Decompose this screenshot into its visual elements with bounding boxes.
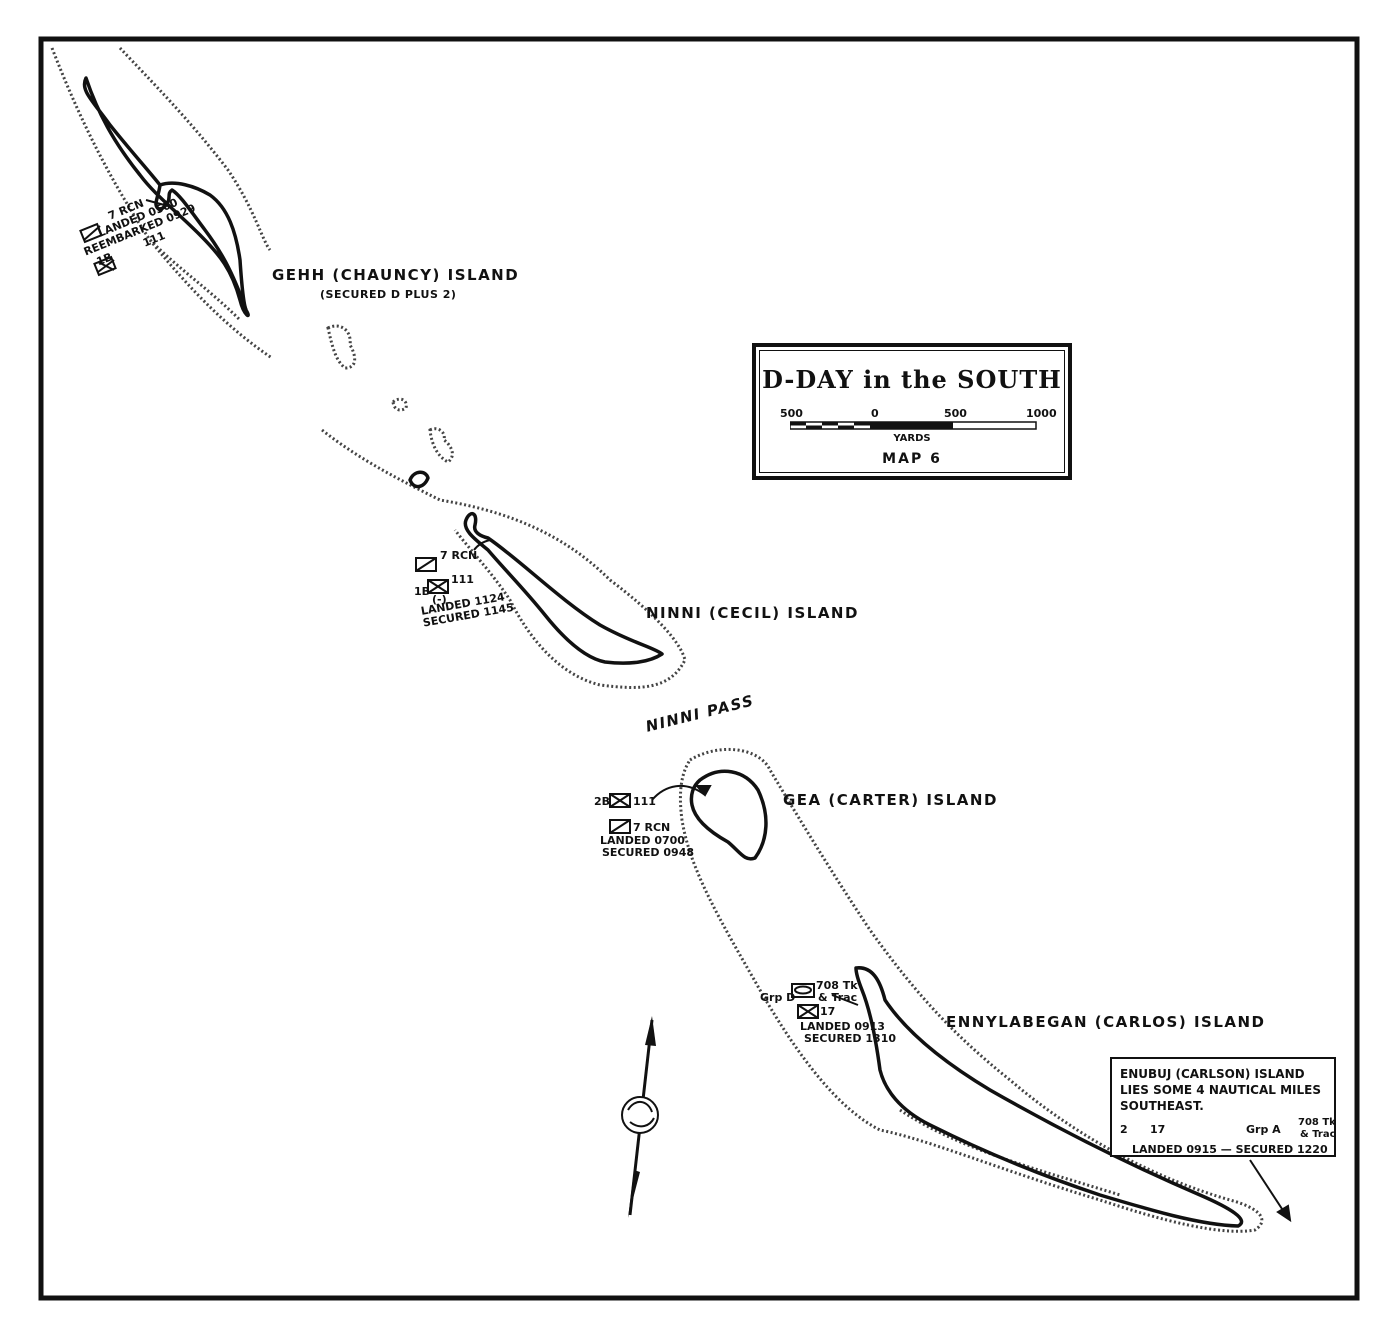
label-ennylabegan-island: ENNYLABEGAN (CARLOS) ISLAND (946, 1013, 1266, 1031)
note-landed-secured: LANDED 0915 — SECURED 1220 (1132, 1143, 1328, 1156)
label-ninni-island: NINNI (CECIL) ISLAND (646, 604, 859, 622)
enny-unit-tank: 708 Tk (816, 979, 858, 992)
note-unit-left: 17 (1150, 1123, 1166, 1136)
gea-unit-rcn: 7 RCN (633, 821, 671, 834)
island-outlines (82, 76, 1244, 1228)
gea-unit-bn: 2B (594, 795, 611, 808)
unit-symbol-ninni-rcn (415, 557, 437, 572)
island-ninni-shape (463, 512, 664, 665)
unit-symbol-gehh-rcn (79, 222, 103, 244)
north-arrow (621, 1016, 659, 1218)
gea-unit-landed: LANDED 0700 (600, 834, 685, 847)
island-gehh-lobe (159, 181, 248, 311)
label-gehh-island: GEHH (CHAUNCY) ISLAND (272, 266, 520, 284)
ninni-unit-rcn: 7 RCN (440, 549, 478, 562)
label-gea-island: GEA (CARTER) ISLAND (783, 791, 998, 809)
note-line-2: LIES SOME 4 NAUTICAL MILES (1120, 1083, 1321, 1097)
enny-unit-inf: 17 (820, 1005, 836, 1018)
note-line-3: SOUTHEAST. (1120, 1099, 1204, 1113)
map-number: MAP 6 (882, 451, 942, 467)
gehh-unit-bn: 1B (94, 250, 115, 269)
gea-unit-regt: 111 (633, 795, 656, 808)
enubuj-note-box: ENUBUJ (CARLSON) ISLAND LIES SOME 4 NAUT… (1110, 1057, 1336, 1157)
island-gehh-shape (82, 76, 250, 318)
unit-symbol-gea-rcn (609, 819, 631, 834)
scale-tick-1000: 1000 (1026, 407, 1057, 420)
arrow-gehh (145, 199, 169, 207)
map-title-box: D-DAY in the SOUTH 500 0 500 1000 YARDS … (752, 343, 1072, 480)
arrow-gea (651, 784, 706, 801)
note-unit-right-tank: 708 Tk (1298, 1117, 1336, 1128)
arrow-enubuj (1249, 1159, 1289, 1219)
reef-islet-2 (391, 397, 408, 412)
reef-gea-enny (678, 747, 1264, 1233)
scale-tick-0: 0 (871, 407, 879, 420)
unit-symbol-enny-tank (791, 983, 815, 998)
unit-symbol-gea-inf (609, 793, 631, 808)
ninni-unit-minus: (-) (432, 593, 447, 606)
island-gea-shape (689, 769, 768, 861)
reef-outlines (50, 46, 1264, 1233)
unit-symbol-gehh-inf (93, 255, 117, 277)
gea-unit-secured: SECURED 0948 (602, 846, 695, 859)
note-unit-right-trac: & Trac (1300, 1129, 1336, 1140)
reef-enny-inner (899, 1108, 1121, 1197)
ninni-unit-regt: 111 (451, 573, 474, 586)
arrow-enubuj-head (1276, 1204, 1292, 1223)
scale-tick-500: 500 (944, 407, 967, 420)
scale-bar (790, 421, 1037, 430)
unit-symbol-enny-inf (797, 1004, 819, 1019)
note-unit-bn: 2 (1120, 1123, 1128, 1136)
note-line-1: ENUBUJ (CARLSON) ISLAND (1120, 1067, 1305, 1081)
north-arrow-tail (628, 1170, 640, 1218)
map-title-inner: D-DAY in the SOUTH 500 0 500 1000 YARDS … (759, 350, 1065, 473)
landing-arrows (145, 199, 1292, 1223)
reef-gehh-inner (148, 238, 242, 322)
enny-unit-trac: & Trac (818, 991, 858, 1004)
island-ennylabegan-shape (854, 966, 1244, 1228)
enny-unit-secured: SECURED 1310 (804, 1032, 897, 1045)
reef-islet-3 (428, 427, 454, 464)
unit-symbol-ninni-inf (427, 579, 449, 594)
unit-symbols (79, 222, 1297, 1134)
north-arrow-head (645, 1016, 656, 1046)
arrow-gea-head (694, 785, 712, 797)
label-gehh-status: (SECURED D PLUS 2) (320, 288, 457, 301)
scale-tick-500-left: 500 (780, 407, 803, 420)
reef-islet-1 (326, 324, 357, 370)
scale-unit: YARDS (893, 433, 931, 444)
ninni-unit-bn: 1B (414, 585, 431, 598)
islet-ninni-north (408, 470, 430, 489)
arrow-ninni (473, 539, 491, 551)
map-title: D-DAY in the SOUTH (762, 365, 1062, 394)
enny-unit-grp: Grp D (760, 991, 796, 1004)
reef-ninni (321, 428, 687, 689)
enny-unit-landed: LANDED 0913 (800, 1020, 885, 1033)
note-unit-right: Grp A (1246, 1123, 1281, 1136)
arrow-enny (831, 994, 859, 1006)
map-border (38, 36, 1360, 1301)
